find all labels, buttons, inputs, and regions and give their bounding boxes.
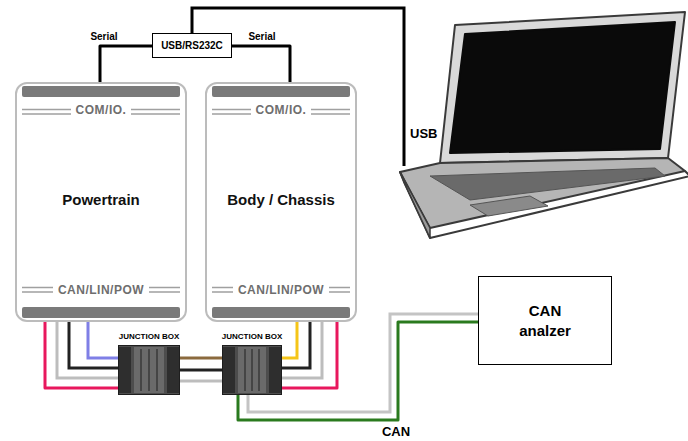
serial-cable [232, 46, 290, 82]
usb-cable-part [192, 8, 404, 166]
ecu-module: COM/IO. Body / ChassisCAN/LIN/POW [205, 82, 357, 322]
edge-label-anchor: CAN [380, 424, 412, 439]
usb-cable [192, 8, 404, 166]
laptop-part [400, 172, 430, 238]
port-label: COM/IO. [71, 103, 132, 117]
harness-wires-part [180, 380, 222, 383]
harness-wires-part [282, 322, 310, 368]
module-port-bars-part [212, 86, 350, 97]
junction-box-body [118, 345, 282, 395]
harness-wires [57, 314, 478, 412]
junction-box-body-part [119, 347, 131, 393]
port-label: CAN/LIN/POW [53, 283, 149, 297]
laptop-part [430, 168, 665, 200]
junction-box-body-part [167, 347, 179, 393]
edge-label: Serial [88, 31, 119, 43]
laptop-part [450, 22, 675, 153]
junction-box-body-part [141, 349, 157, 391]
harness-wires-part [282, 322, 297, 358]
power-wire [45, 322, 118, 388]
harness-wires-part [69, 322, 118, 368]
converter-label: USB/RS232C [161, 40, 223, 52]
port-label: COM/IO. [251, 103, 312, 117]
harness-wires-part [282, 322, 322, 378]
edge-label-anchor: Serial [88, 31, 119, 43]
edge-label: Serial [246, 31, 277, 43]
edge-label: CAN [380, 424, 412, 439]
junction-box-body-part [269, 347, 281, 393]
laptop-part [440, 12, 685, 163]
cable-label: USB [410, 126, 437, 141]
laptop [400, 12, 688, 238]
analyzer-label: CAN analzer [505, 301, 585, 341]
module-port-bars-part [212, 307, 350, 318]
junction-box-body-part [238, 347, 266, 393]
harness-wires-part [180, 369, 222, 372]
junction-box-body-part [134, 347, 164, 393]
serial-cable [100, 46, 152, 82]
analyzer-box: CAN analzer [478, 276, 612, 365]
label-anchor: USB [410, 126, 437, 141]
power-wire [282, 322, 337, 388]
junction-box: JUNCTION BOX [222, 345, 282, 395]
ecu-module: COM/IO. PowertrainCAN/LIN/POW [15, 82, 187, 322]
port-label: CAN/LIN/POW [233, 283, 329, 297]
junction-box-body-part [223, 347, 235, 393]
module-title: Powertrain [17, 191, 185, 209]
harness-wires-part [57, 322, 118, 378]
edge-label-anchor: Serial [246, 31, 277, 43]
laptop-part [400, 158, 685, 228]
module-port-bars-part [22, 307, 180, 318]
junction-box-body-part [222, 345, 282, 395]
junction-box-label: JUNCTION BOX [119, 332, 179, 342]
module-title: Body / Chassis [207, 191, 355, 209]
harness-wires-part [248, 314, 478, 412]
bus-wire [180, 357, 222, 360]
junction-box-body-part [118, 345, 180, 395]
laptop-part [400, 171, 688, 238]
module-port-bars-part [22, 86, 180, 97]
junction-box-label: JUNCTION BOX [222, 332, 282, 342]
converter-box: USB/RS232C [152, 33, 232, 58]
junction-box: JUNCTION BOX [118, 345, 180, 395]
harness-wires-part [88, 322, 118, 358]
junction-box-body-part [245, 349, 259, 391]
